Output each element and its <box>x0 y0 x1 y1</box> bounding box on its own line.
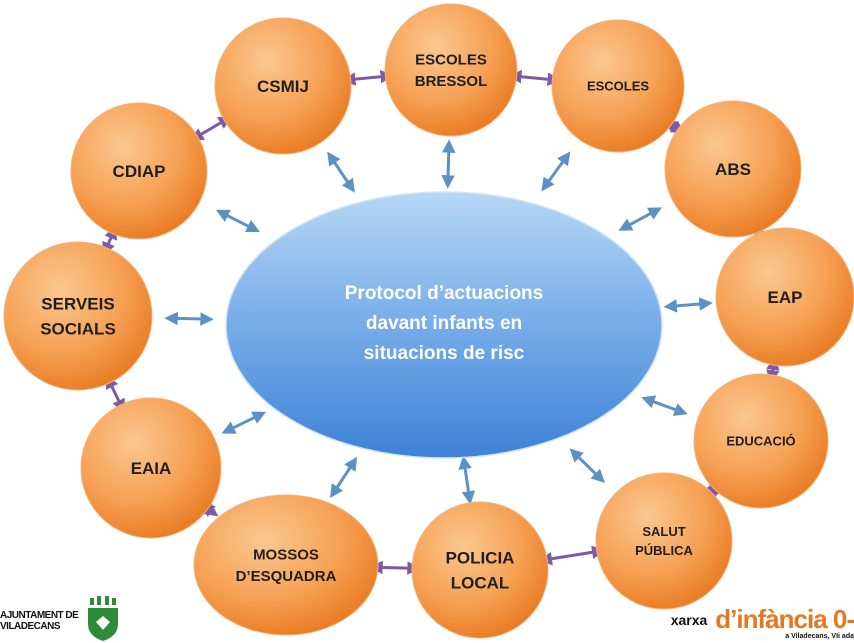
center-label-line: Protocol d’actuacions <box>345 283 543 304</box>
ajuntament-logo-text: AJUNTAMENT DE VILADECANS <box>0 610 79 632</box>
node-serveis-socials: SERVEIS SOCIALS <box>3 241 153 391</box>
center-connector-arrow <box>618 207 662 231</box>
center-connector-arrow <box>164 311 214 326</box>
node-label: CDIAP <box>113 162 166 181</box>
node-circle <box>70 102 208 240</box>
node-circle <box>595 472 733 610</box>
center-protocol-node: Protocol d’actuacions davant infants en si… <box>225 191 663 459</box>
ring-connector-arrow <box>106 374 125 413</box>
node-label: POLICIA <box>446 549 515 568</box>
center-connector-arrow <box>221 411 267 434</box>
center-connector-arrow <box>663 297 713 313</box>
ring-connector-arrow <box>102 225 118 256</box>
center-label-line: situacions de risc <box>364 343 525 364</box>
center-connector-arrow <box>541 151 571 192</box>
node-escoles: ESCOLES <box>551 19 685 153</box>
node-escoles-bressol: ESCOLES BRESSOL <box>384 3 518 137</box>
xarxa-infancia-prefix: xarxa <box>670 612 708 628</box>
node-cdiap: CDIAP <box>70 102 208 240</box>
node-eaia: EAIA <box>80 397 222 539</box>
node-circle <box>3 241 153 391</box>
node-circle <box>715 227 854 367</box>
node-circle <box>411 501 549 639</box>
node-policia-local: POLICIA LOCAL <box>411 501 549 639</box>
xarxa-infancia-brand: xarxa d’infància 0- <box>671 604 854 635</box>
node-mossos: MOSSOS D’ESQUADRA <box>193 494 379 636</box>
node-circle <box>193 494 379 636</box>
node-label: SALUT <box>642 524 685 539</box>
city-shield-icon <box>88 596 118 641</box>
center-connector-arrow <box>441 139 456 189</box>
center-connector-arrow <box>641 395 688 416</box>
node-csmij: CSMIJ <box>214 17 352 155</box>
center-ellipse <box>225 191 663 459</box>
center-connector-arrow <box>458 455 476 505</box>
node-circle <box>693 373 829 509</box>
center-label-line: davant infants en <box>366 313 522 334</box>
node-label: LOCAL <box>451 573 510 592</box>
node-circle <box>551 19 685 153</box>
node-label: MOSSOS <box>253 546 319 563</box>
ajuntament-logo-line-1: AJUNTAMENT DE <box>0 610 79 621</box>
node-label: D’ESQUADRA <box>236 568 337 585</box>
ring-connector-arrow <box>538 545 606 566</box>
node-salut-publica: SALUT PÚBLICA <box>595 472 733 610</box>
node-label: EDUCACIÓ <box>726 434 795 449</box>
ring-connector-arrow <box>190 116 232 141</box>
node-circle <box>664 100 802 238</box>
node-label: PÚBLICA <box>635 543 693 558</box>
node-circle <box>384 3 518 137</box>
node-eap: EAP <box>715 227 854 367</box>
node-label: EAP <box>768 288 803 307</box>
node-educacio: EDUCACIÓ <box>693 373 829 509</box>
node-label: ABS <box>715 160 751 179</box>
xarxa-infancia-brand-text: d’infància 0- <box>715 604 854 634</box>
center-connector-arrow <box>327 151 355 193</box>
xarxa-infancia-tagline: a Viladecans, VIi ada <box>785 633 854 640</box>
ring-connector-arrow <box>341 69 395 86</box>
node-abs: ABS <box>664 100 802 238</box>
center-connector-arrow <box>330 456 358 499</box>
ajuntament-logo-line-2: VILADECANS <box>0 621 61 632</box>
node-label: ESCOLES <box>415 51 487 68</box>
center-connector-arrow <box>569 448 605 484</box>
node-label: CSMIJ <box>257 77 309 96</box>
node-circle <box>80 397 222 539</box>
node-circle <box>214 17 352 155</box>
node-label: SOCIALS <box>40 319 116 338</box>
node-label: BRESSOL <box>415 73 488 90</box>
node-label: EAIA <box>131 459 172 478</box>
ring-connector-arrow <box>369 560 421 575</box>
ring-connector-arrow <box>507 70 562 86</box>
node-label: ESCOLES <box>587 79 649 94</box>
xarxa-infancia-logo: xarxa d’infància 0- a Viladecans, VIi ada <box>634 602 854 643</box>
center-connector-arrow <box>215 209 260 233</box>
node-label: SERVEIS <box>41 295 114 314</box>
